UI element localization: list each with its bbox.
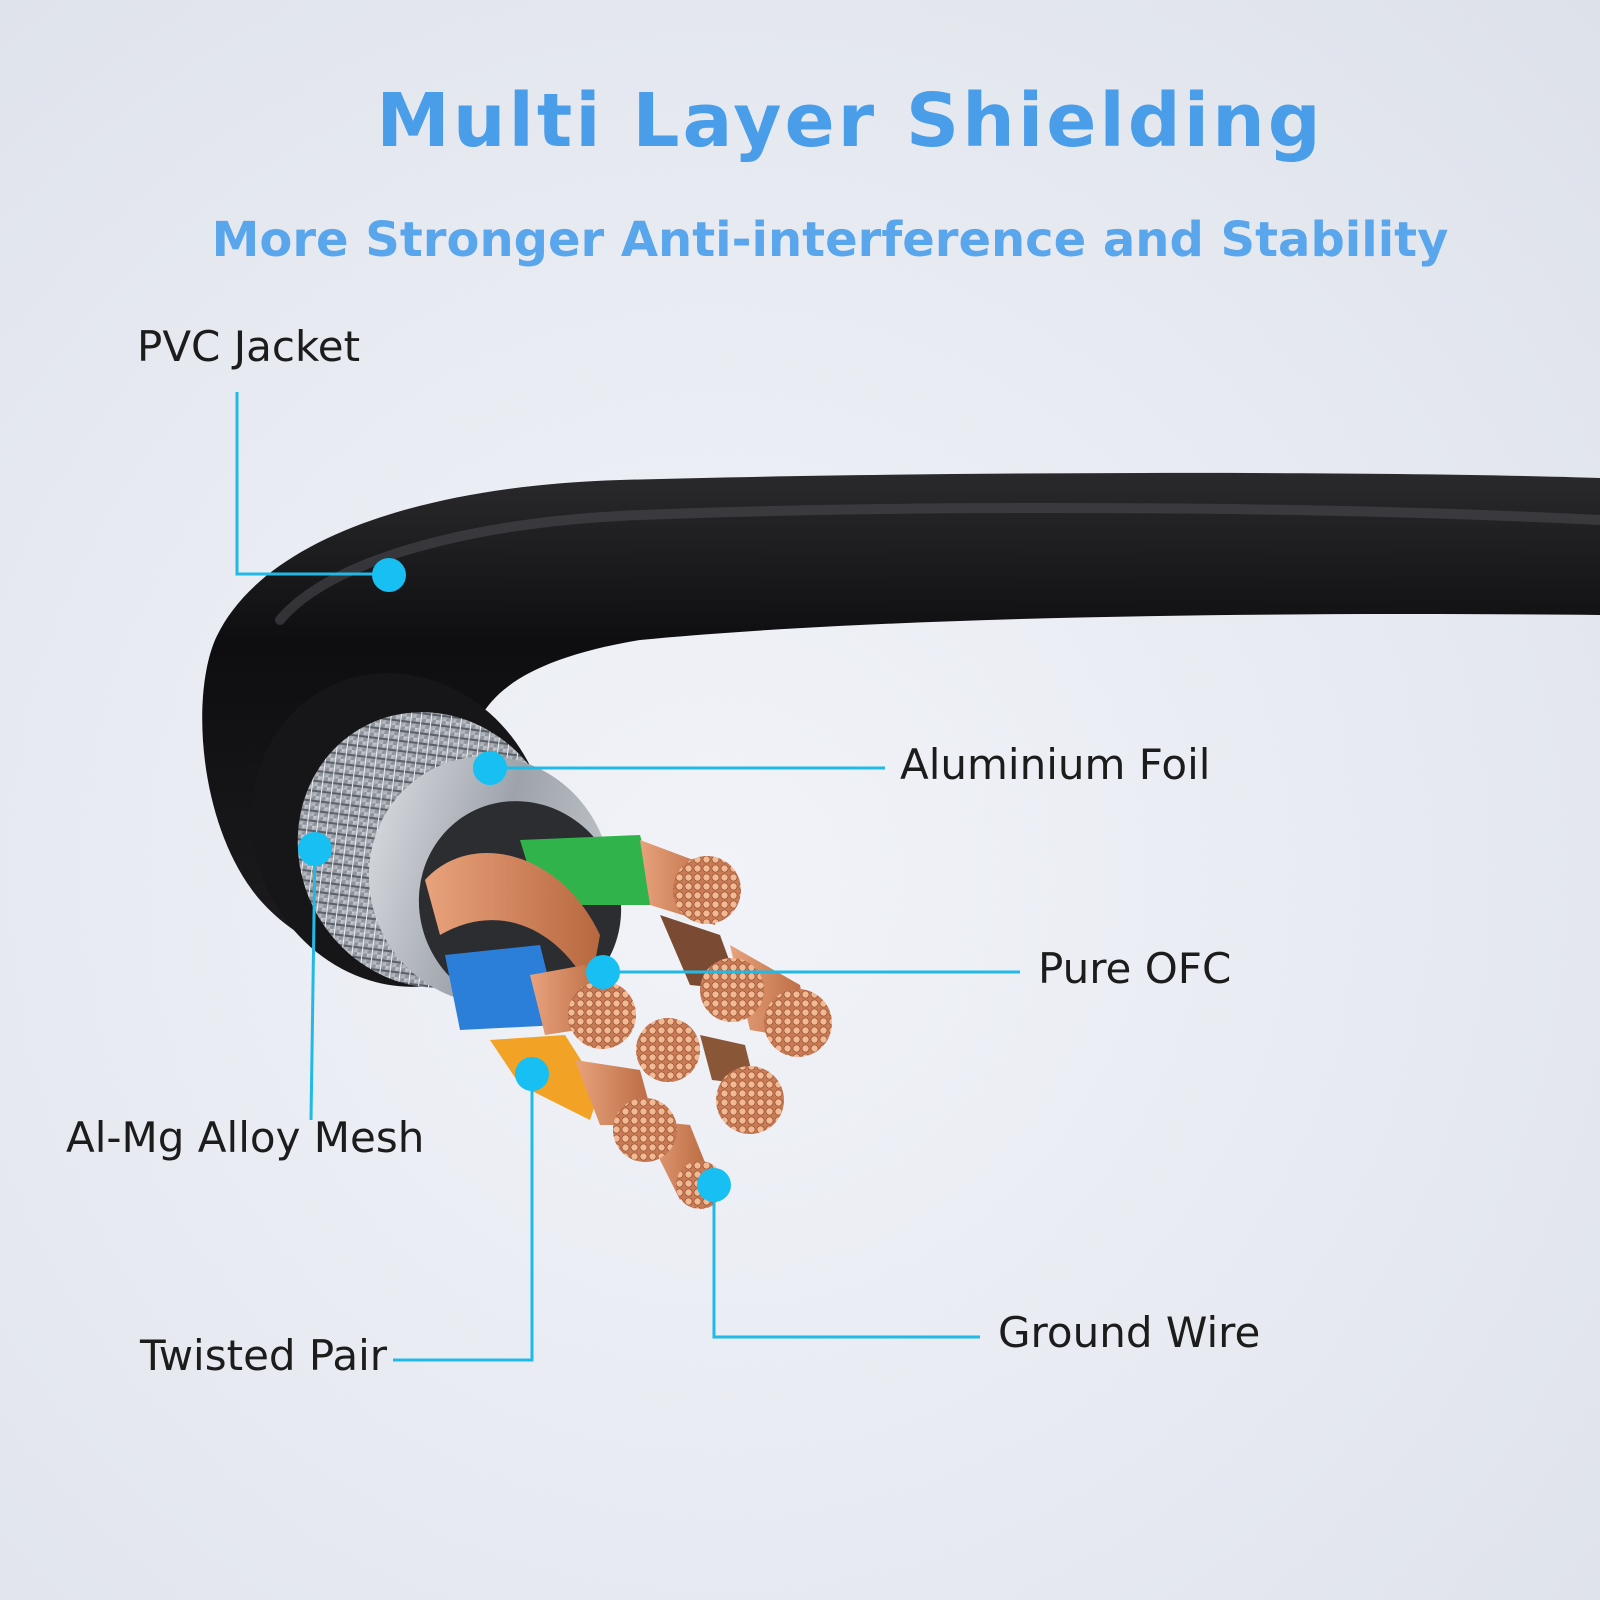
copper-end-7 [613, 1098, 677, 1162]
label-ground-wire: Ground Wire [998, 1308, 1261, 1357]
copper-end-1 [673, 856, 741, 924]
blue-wire [445, 945, 560, 1030]
callout-line-ground-wire [712, 1185, 980, 1339]
callout-lines [235, 392, 1020, 1362]
callout-dot-ground-wire [697, 1168, 731, 1202]
copper-end-6 [716, 1066, 784, 1134]
copper-end-4 [568, 981, 636, 1049]
callout-dot-pure-ofc [586, 955, 620, 989]
jacket-highlight [275, 503, 1600, 625]
callout-line-pvc-jacket [235, 392, 390, 576]
label-aluminium-foil: Aluminium Foil [900, 740, 1211, 789]
page-title: Multi Layer Shielding [376, 78, 1324, 164]
label-pvc-jacket: PVC Jacket [137, 322, 361, 371]
callout-dots [298, 558, 731, 1202]
label-pure-ofc: Pure OFC [1038, 944, 1232, 993]
callout-line-alloy-mesh [309, 848, 317, 1121]
copper-end-3 [764, 989, 832, 1057]
callout-line-twisted-pair [393, 1074, 534, 1362]
cable-jacket [202, 472, 1600, 960]
copper-end-2 [700, 958, 764, 1022]
callout-dot-twisted-pair [515, 1057, 549, 1091]
label-twisted-pair: Twisted Pair [140, 1331, 388, 1380]
callout-dot-alloy-mesh [298, 832, 332, 866]
callout-dot-pvc-jacket [372, 558, 406, 592]
page-subtitle: More Stronger Anti-interference and Stab… [211, 212, 1449, 268]
label-al-mg-alloy-mesh: Al-Mg Alloy Mesh [66, 1113, 425, 1162]
copper-end-5 [636, 1018, 700, 1082]
callout-dot-aluminium-foil [473, 751, 507, 785]
copper-bundle-curved [425, 852, 600, 990]
